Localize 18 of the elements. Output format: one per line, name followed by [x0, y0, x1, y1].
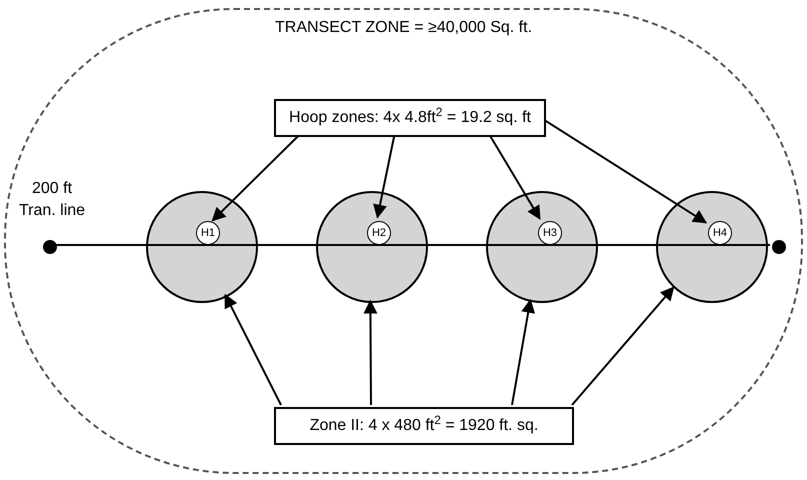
label-box	[274, 99, 546, 137]
hoop-label: H3	[542, 226, 558, 241]
zone-label: Hoop zones: 4x 4.8ft$^{2}$ = 19.2 sq. ft	[289, 106, 531, 128]
hoop-label: H1	[200, 226, 216, 241]
hoop-label: H2	[372, 226, 386, 241]
arrow	[212, 134, 300, 222]
arrow	[488, 134, 541, 220]
arrow	[571, 286, 674, 406]
arrow	[543, 118, 708, 224]
arrow	[511, 298, 536, 406]
arrow	[373, 134, 396, 219]
zone-title: TRANSECT ZONE = ≥40,000 Sq. ft.	[274, 18, 534, 38]
arrow	[224, 294, 282, 406]
label-box	[274, 407, 574, 445]
arrow	[363, 300, 378, 405]
zone-label: Zone II: 4 x 480 ft$^{2}$ = 1920 ft. sq.	[310, 414, 538, 436]
line-label: 200 ft Tran. line	[18, 179, 86, 221]
hoop-label: H4	[712, 226, 728, 241]
